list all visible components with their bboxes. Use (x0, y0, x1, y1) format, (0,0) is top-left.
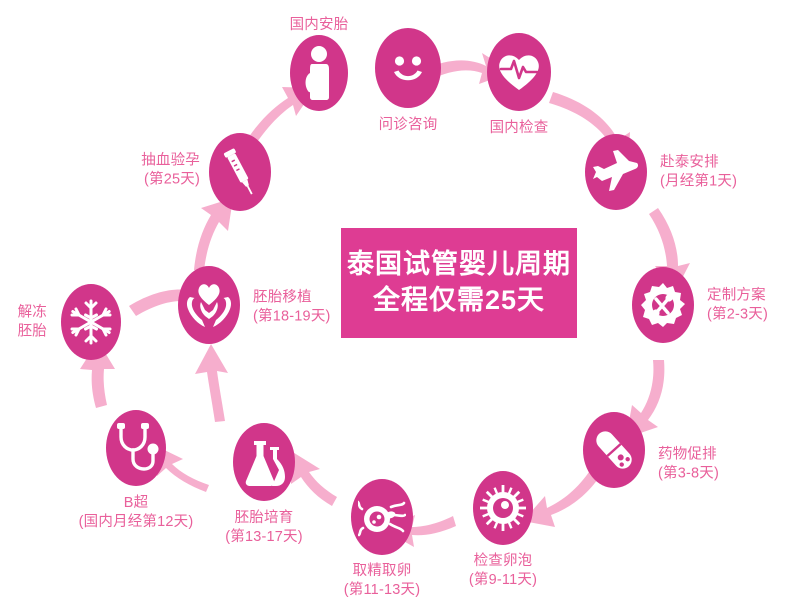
step-label-line1: 取精取卵 (352, 563, 412, 579)
pregnant-woman-icon (305, 46, 329, 100)
step-disc (61, 284, 121, 360)
step-disc (632, 267, 694, 343)
center-title-line1: 泰国试管婴儿周期 (347, 249, 571, 280)
step-disc (106, 410, 166, 486)
step-label: 药物促排 (第3-8天) (658, 445, 719, 482)
arrow-transfer-to-bloodtest (194, 198, 233, 271)
step-label: 问诊咨询 (379, 116, 438, 135)
step-label-line1: 检查卵泡 (473, 553, 533, 569)
step-label-line1: 国内检查 (489, 120, 549, 136)
step-label-line2: (第9-11天) (468, 571, 538, 588)
step-label: 国内安胎 (290, 16, 349, 35)
step-label: 国内检查 (490, 119, 549, 138)
syringe-icon (223, 148, 253, 195)
step-label-line2: (第18-19天) (253, 308, 331, 324)
step-disc (487, 33, 551, 111)
step-label-line1: B超 (123, 495, 149, 511)
center-title-box: 泰国试管婴儿周期 全程仅需25天 (341, 228, 577, 338)
step-label-line1: 胚胎移植 (253, 289, 312, 306)
heart-pulse-icon (499, 55, 539, 90)
step-label-line2: (第3-8天) (658, 465, 720, 481)
step-label-line2: (第11-13天) (343, 581, 421, 598)
stethoscope-icon (117, 423, 159, 471)
step-label: 定制方案 (第2-3天) (707, 286, 768, 323)
step-label-line1: 赴泰安排 (660, 154, 719, 171)
step-disc (583, 412, 645, 488)
step-label: B超 (国内月经第12天) (79, 494, 194, 531)
step-disc (473, 471, 533, 545)
step-label-line1: 解冻 (17, 304, 47, 321)
ovum-follicle-icon (480, 485, 526, 531)
step-disc (233, 423, 295, 501)
step-label: 赴泰安排 (月经第1天) (660, 153, 737, 190)
step-label-line2: (国内月经第12天) (78, 513, 194, 530)
step-label: 解冻 胚胎 (18, 303, 47, 340)
step-disc (375, 28, 441, 108)
step-label-line1: 问诊咨询 (378, 117, 438, 133)
step-label-line2: (第25天) (144, 171, 200, 187)
step-label: 胚胎移植 (第18-19天) (253, 288, 331, 325)
sperm-egg-icon (358, 500, 406, 537)
lab-flask-icon (245, 441, 285, 486)
step-disc (351, 479, 413, 555)
step-label-line2: (第13-17天) (225, 528, 303, 545)
arrow-retrieval-to-culture (291, 451, 337, 506)
step-label-line2: 胚胎 (17, 323, 47, 339)
step-label-line1: 抽血验孕 (141, 152, 200, 169)
step-label-line1: 胚胎培育 (234, 510, 294, 526)
airplane-icon (593, 150, 639, 191)
pill-capsule-icon (596, 431, 632, 469)
step-label-line1: 国内安胎 (289, 17, 349, 33)
step-label: 取精取卵 (第11-13天) (344, 562, 420, 599)
step-disc (290, 35, 348, 111)
step-label-line2: (月经第1天) (660, 173, 738, 189)
smiley-face-icon (394, 56, 422, 81)
step-label: 胚胎培育 (第13-17天) (225, 509, 303, 546)
arrow-culture-to-transfer (195, 344, 228, 422)
gear-wrench-icon (641, 283, 685, 327)
step-disc (585, 134, 647, 210)
step-disc (178, 266, 240, 344)
step-label-line1: 定制方案 (707, 287, 766, 304)
step-label: 抽血验孕 (第25天) (141, 151, 200, 188)
center-title-line2: 全程仅需25天 (372, 285, 546, 315)
step-label-line1: 药物促排 (658, 446, 717, 463)
step-disc (209, 133, 271, 211)
snowflake-icon (70, 299, 112, 345)
arrow-drugs-to-follicle (523, 469, 602, 527)
hands-heart-icon (186, 284, 232, 327)
step-label: 检查卵泡 (第9-11天) (469, 552, 537, 589)
step-label-line2: (第2-3天) (707, 306, 769, 322)
